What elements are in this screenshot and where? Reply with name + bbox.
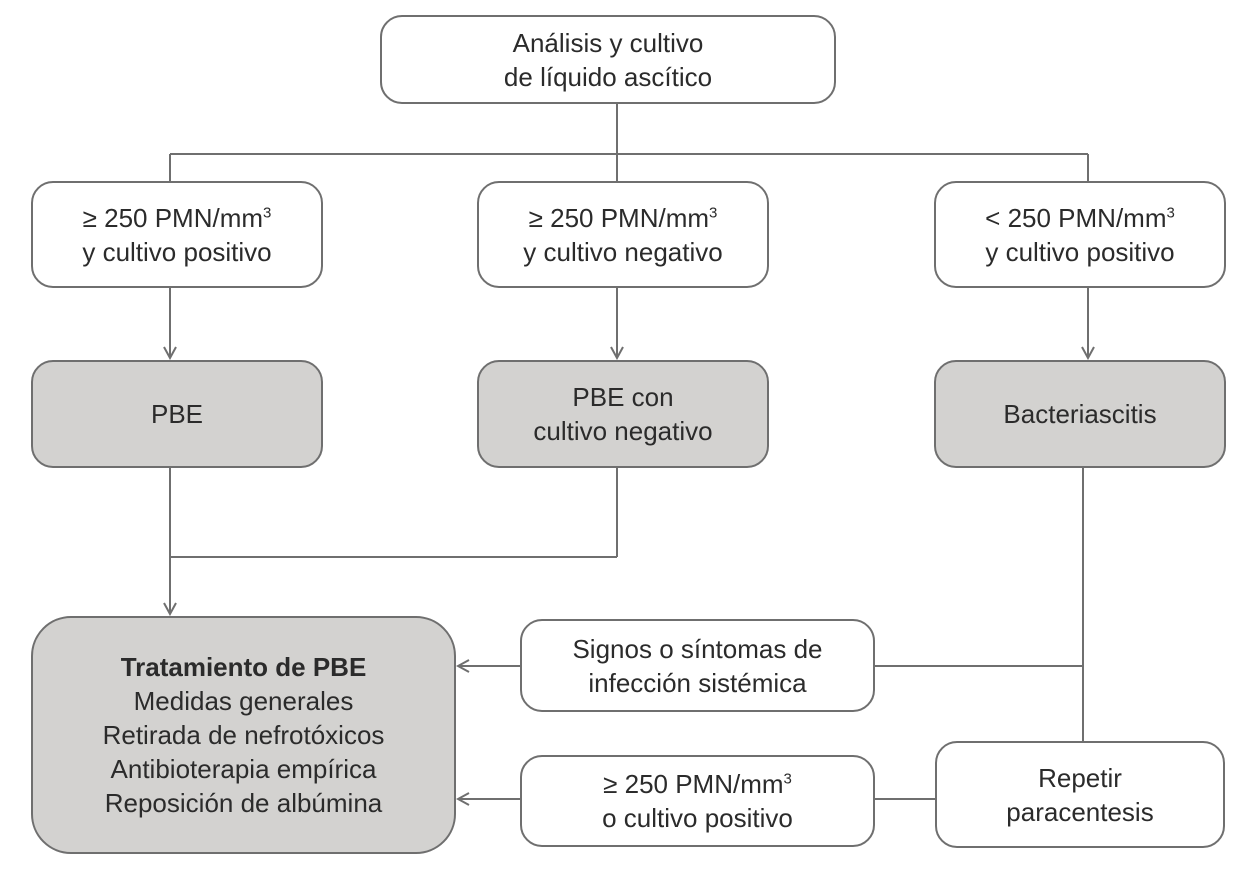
signs-line2: infección sistémica <box>588 667 807 698</box>
condition-right-value: < 250 PMN/mm <box>985 202 1167 233</box>
repeat-result-node: ≥ 250 PMN/mm3 o cultivo positivo <box>520 755 875 847</box>
condition-right-sup: 3 <box>1166 203 1175 221</box>
pbe-neg-node: PBE con cultivo negativo <box>477 360 769 468</box>
condition-left-line1: ≥ 250 PMN/mm3 <box>83 201 272 235</box>
treatment-title: Tratamiento de PBE <box>120 652 367 682</box>
condition-mid-sup: 3 <box>709 203 718 221</box>
bacteriascitis-label: Bacteriascitis <box>1003 399 1157 429</box>
condition-left-line2: y cultivo positivo <box>82 236 272 267</box>
repeat-line2: paracentesis <box>1006 796 1154 827</box>
start-line2: de líquido ascítico <box>503 61 713 92</box>
treatment-node: Tratamiento de PBE Medidas generales Ret… <box>31 616 456 854</box>
start-line1: Análisis y cultivo <box>512 27 704 58</box>
repeat-line1: Repetir <box>1038 762 1122 793</box>
condition-mid-line2: y cultivo negativo <box>523 236 723 267</box>
repeat-result-line2: o cultivo positivo <box>602 803 793 833</box>
condition-left-sup: 3 <box>263 203 272 221</box>
condition-right-line2: y cultivo positivo <box>985 236 1175 267</box>
condition-mid-value: ≥ 250 PMN/mm <box>528 202 710 233</box>
pbe-neg-line2: cultivo negativo <box>533 416 713 446</box>
condition-left-value: ≥ 250 PMN/mm <box>82 202 264 233</box>
signs-node: Signos o síntomas de infección sistémica <box>520 619 875 712</box>
condition-right: < 250 PMN/mm3 y cultivo positivo <box>934 181 1226 288</box>
condition-left: ≥ 250 PMN/mm3 y cultivo positivo <box>31 181 323 288</box>
pbe-label: PBE <box>150 399 204 429</box>
pbe-neg-line1: PBE con <box>572 382 674 412</box>
condition-mid-line1: ≥ 250 PMN/mm3 <box>529 201 718 235</box>
pbe-node: PBE <box>31 360 323 468</box>
signs-line1: Signos o síntomas de <box>572 633 823 664</box>
repeat-node: Repetir paracentesis <box>935 741 1225 848</box>
condition-mid: ≥ 250 PMN/mm3 y cultivo negativo <box>477 181 769 288</box>
treatment-item: Antibioterapia empírica <box>110 754 377 784</box>
treatment-item: Retirada de nefrotóxicos <box>102 720 385 750</box>
condition-right-line1: < 250 PMN/mm3 <box>985 201 1175 235</box>
repeat-result-sup: 3 <box>783 770 792 788</box>
bacteriascitis-node: Bacteriascitis <box>934 360 1226 468</box>
repeat-result-line1: ≥ 250 PMN/mm3 <box>603 767 792 801</box>
treatment-item: Reposición de albúmina <box>104 788 383 818</box>
repeat-result-value: ≥ 250 PMN/mm <box>603 769 784 799</box>
treatment-item: Medidas generales <box>133 686 354 716</box>
start-node: Análisis y cultivo de líquido ascítico <box>380 15 836 104</box>
